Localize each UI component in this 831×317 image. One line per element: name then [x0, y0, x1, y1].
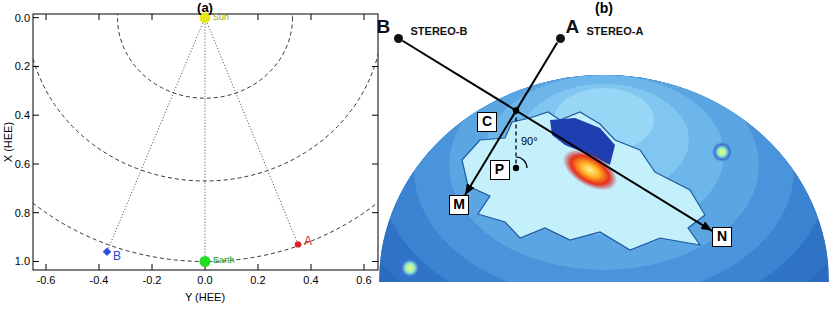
point-letter: P	[495, 162, 504, 177]
point-label-box: N	[712, 227, 732, 247]
tick-label: 0.0	[197, 274, 212, 286]
spacecraft-point: ASTEREO-A	[556, 34, 565, 43]
spacecraft-letter: B	[377, 17, 391, 38]
tick-label: 0.6	[356, 274, 371, 286]
spacecraft-label: B	[113, 250, 121, 263]
tick-label: 0.4	[15, 109, 30, 121]
axis-title: X (HEE)	[2, 122, 14, 162]
tick-label: 1.0	[15, 255, 30, 267]
active-region	[462, 112, 705, 250]
solar-dome	[344, 0, 831, 317]
tick-label: 0.0	[15, 12, 30, 24]
tick-label: -0.2	[143, 274, 162, 286]
spacecraft-name: STEREO-A	[587, 25, 644, 37]
tick-label: -0.4	[90, 274, 109, 286]
spacecraft-letter: A	[566, 17, 580, 38]
point-letter: C	[482, 114, 492, 129]
point-label-box: M	[449, 195, 469, 215]
body-label: Sun	[213, 13, 229, 23]
tick-label: 0.2	[250, 274, 265, 286]
panel-label: (b)	[595, 1, 613, 16]
spacecraft-label: A	[304, 235, 312, 248]
panel-label: (a)	[197, 1, 213, 15]
tick-label: 0.2	[15, 60, 30, 72]
point-label-box: P	[490, 160, 510, 180]
spacecraft-point: BSTEREO-B	[394, 34, 403, 43]
point-letter: N	[717, 229, 727, 244]
body-label: Earth	[213, 256, 235, 266]
line-of-sight	[403, 41, 713, 231]
tick-label: 0.4	[303, 274, 318, 286]
spacecraft-name: STEREO-B	[411, 25, 468, 37]
tick-label: 0.8	[15, 207, 30, 219]
angle-label: 90°	[521, 135, 538, 147]
tick-label: 0.6	[15, 158, 30, 170]
point-letter: M	[453, 197, 465, 212]
point-label-box: C	[477, 112, 497, 132]
tick-label: -0.6	[37, 274, 56, 286]
line-of-sight	[465, 43, 557, 196]
axis-title: Y (HEE)	[185, 291, 225, 303]
